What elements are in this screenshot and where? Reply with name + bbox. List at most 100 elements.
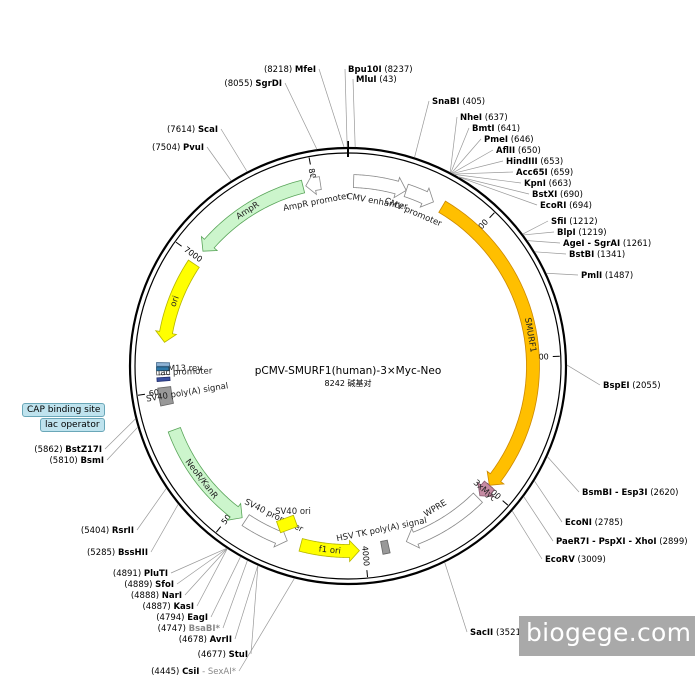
site-aflii: AflII (650) [451, 146, 541, 174]
site-label: PmlI (1487) [581, 271, 633, 281]
site-label: BlpI (1219) [557, 228, 607, 238]
site-position: (7614) [167, 125, 195, 135]
feature-label: SV40 poly(A) signal [145, 381, 229, 404]
restriction-sites: Bpu10I (8237)MluI (43) (8218) MfeI (8055) … [34, 65, 687, 677]
site-position: (8218) [264, 65, 292, 75]
site-bsabi: (4747) BsaBI* [158, 560, 248, 634]
site-position: (2620) [650, 488, 678, 498]
ring-tick [366, 570, 369, 578]
feature-label: NeoR/KanR [183, 457, 220, 501]
site-label: SacII (3521) [470, 628, 524, 638]
site-leader [451, 149, 494, 174]
site-position: (5810) [49, 456, 77, 466]
ring-tick [489, 212, 495, 219]
site-name: PmlI [581, 271, 602, 281]
site-label: SnaBI (405) [432, 97, 485, 107]
site-position: (5404) [81, 526, 109, 536]
feature-ori: ori [154, 259, 200, 343]
feature-smurf1: SMURF1 [438, 200, 540, 486]
site-name: EcoRI [540, 201, 566, 211]
site-leader [318, 68, 345, 148]
ring-tick [502, 500, 509, 506]
feature-f1-ori: f1 ori [298, 538, 360, 563]
site-name: SfiI [551, 217, 567, 227]
site-position: (405) [462, 97, 485, 107]
site-leader [176, 548, 228, 585]
site-position: (2055) [632, 381, 660, 391]
feature-shape [156, 376, 171, 382]
site-name: SacII [470, 628, 493, 638]
site-label: (4887) KasI [142, 602, 194, 612]
site-kpni: KpnI (663) [453, 174, 571, 189]
site-label: Bpu10I (8237) [348, 65, 413, 75]
site-leader [196, 548, 228, 607]
feature-shape [353, 174, 407, 199]
site-name: PluTI [144, 569, 168, 579]
site-name: StuI [229, 650, 248, 660]
site-leader [546, 272, 579, 276]
site-bsmbi-esp3i: BsmBI - Esp3I (2620) [547, 456, 678, 498]
site-pmei: PmeI (646) [451, 135, 534, 174]
feature-shape [156, 362, 170, 367]
site-position: (4887) [142, 602, 170, 612]
site-leader [523, 496, 554, 542]
site-label: SfiI (1212) [551, 217, 598, 227]
site-leader [170, 548, 227, 574]
callout-cap-binding-site: CAP binding site [22, 403, 106, 417]
site-leader [522, 220, 549, 235]
site-label: (8055) SgrDI [224, 79, 282, 89]
ring-tick-label: 4000 [360, 545, 371, 566]
site-name: NarI [162, 591, 182, 601]
site-leader [184, 548, 228, 596]
site-nhei: NheI (637) [449, 113, 508, 173]
site-hindiii: HindIII (653) [452, 157, 563, 174]
site-name: SnaBI [432, 97, 460, 107]
site-name: CsiI [182, 667, 199, 677]
watermark: biogege.com [519, 616, 695, 656]
site-sacii: SacII (3521) [444, 562, 524, 638]
site-leader [511, 510, 543, 560]
site-label: EcoRI (694) [540, 201, 592, 211]
feature-shape [157, 386, 174, 407]
inner-features: SV40 ori [275, 507, 311, 534]
site-leader [238, 578, 295, 672]
site-leader [234, 565, 259, 640]
site-label: (4445) CsiI - SexAI* [151, 667, 236, 677]
site-name: MfeI [295, 65, 316, 75]
feature-cap-binding-site [156, 362, 170, 367]
site-leader [523, 231, 555, 236]
site-position: (4891) [113, 569, 141, 579]
ring-tick [175, 241, 182, 247]
site-label: (4888) NarI [131, 591, 182, 601]
site-label: (5862) BstZ17I [34, 445, 102, 455]
site-name: PmeI [484, 135, 508, 145]
site-name: PaeR7I - PspXI - XhoI [556, 537, 657, 547]
site-leader [220, 128, 248, 172]
site-kasi: (4887) KasI [142, 548, 228, 612]
site-bsshii: (5285) BssHII [87, 504, 179, 558]
site-name: ScaI [198, 125, 218, 135]
feature-sv40-poly-a-signal: SV40 poly(A) signal [145, 381, 229, 407]
site-name: SgrDI [255, 79, 282, 89]
site-bstxi: BstXI (690) [457, 176, 583, 200]
site-position: (43) [379, 75, 396, 85]
site-position: (1487) [605, 271, 633, 281]
site-name: NheI [460, 113, 482, 123]
feature-shape [156, 366, 170, 372]
feature-shape [380, 539, 391, 555]
feature-shape [305, 172, 322, 196]
site-leader [451, 138, 482, 174]
site-leader [206, 146, 232, 181]
site-leader [444, 562, 468, 633]
site-blpi: BlpI (1219) [523, 228, 607, 238]
feature-shape [405, 492, 484, 549]
site-mlui: MluI (43) [352, 75, 397, 148]
ring-tick [308, 157, 311, 165]
site-snabi: SnaBI (405) [414, 97, 485, 158]
site-leader [449, 116, 458, 173]
site-label: (5404) RsrII [81, 526, 134, 536]
site-rsrii: (5404) RsrII [81, 488, 167, 536]
callout-lac-operator: lac operator [40, 418, 105, 432]
site-leader [452, 160, 504, 174]
site-leader [453, 171, 514, 175]
